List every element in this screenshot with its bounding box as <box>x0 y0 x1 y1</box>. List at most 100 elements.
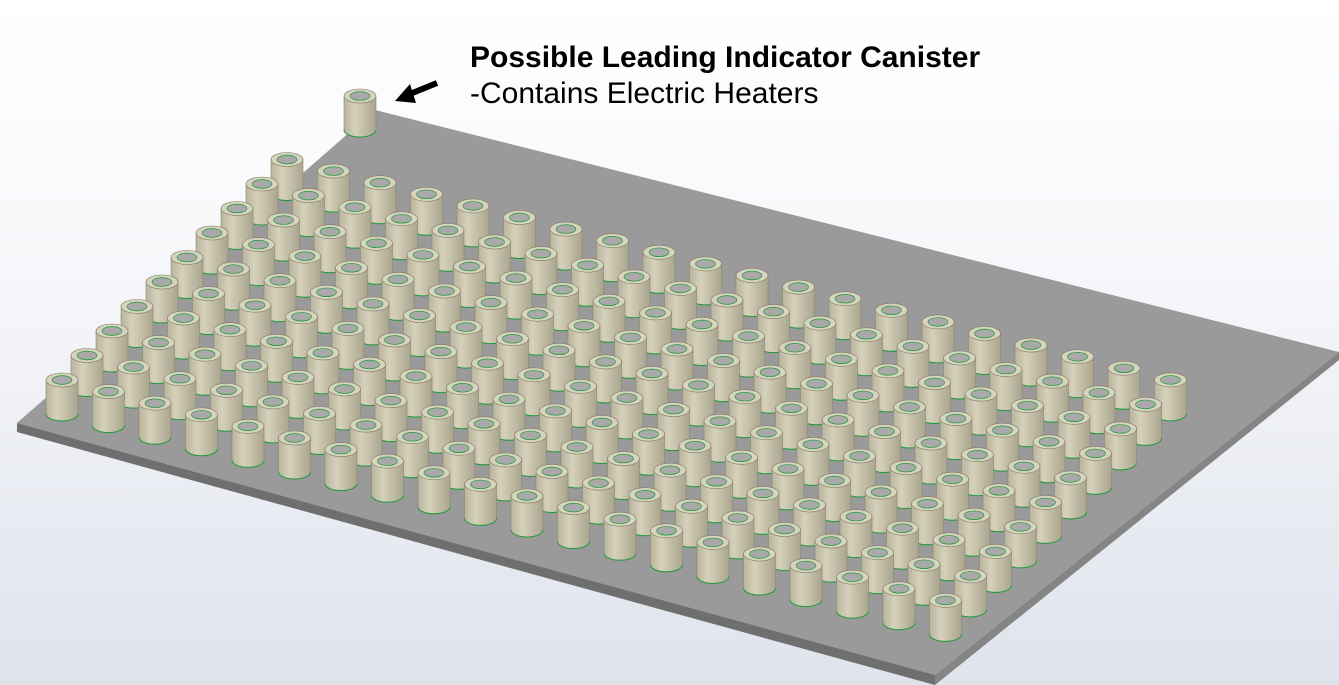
canister <box>260 333 293 383</box>
canister <box>328 381 361 431</box>
canister <box>753 364 787 414</box>
canister <box>596 233 629 283</box>
canister <box>696 535 730 584</box>
canister <box>889 460 923 510</box>
canister <box>1104 421 1137 471</box>
canister <box>964 386 998 436</box>
canister <box>360 236 393 285</box>
canister <box>1032 434 1066 484</box>
canister <box>95 323 129 373</box>
canister <box>349 417 383 467</box>
canister <box>256 394 290 444</box>
canister <box>907 556 941 606</box>
canister <box>1036 373 1069 423</box>
canister <box>453 259 486 308</box>
canister <box>363 175 397 225</box>
canister <box>710 292 744 342</box>
canister <box>557 500 590 550</box>
canister <box>725 449 758 499</box>
canister <box>170 250 204 299</box>
canister <box>456 198 490 248</box>
canister <box>242 237 275 287</box>
canister <box>117 359 150 409</box>
canister <box>442 440 476 490</box>
canister <box>639 305 672 355</box>
annotation-title: Possible Leading Indicator Canister <box>470 41 981 74</box>
canister <box>1011 398 1044 448</box>
canister <box>167 310 200 360</box>
canister <box>943 350 976 400</box>
canister <box>285 309 318 359</box>
canister <box>732 328 765 378</box>
annotation-subtitle: -Contains Electric Heaters <box>470 77 819 110</box>
canister <box>700 474 733 524</box>
canister <box>510 488 544 538</box>
canister <box>499 270 533 320</box>
canister <box>957 507 991 557</box>
canister <box>371 453 404 503</box>
canister <box>188 346 222 396</box>
canister <box>789 558 823 608</box>
canister <box>399 368 433 418</box>
canister <box>979 544 1012 593</box>
canister <box>303 406 336 455</box>
canister <box>653 462 687 512</box>
canister <box>825 351 858 401</box>
canister <box>267 212 300 262</box>
canister <box>657 402 690 452</box>
canister <box>650 523 683 573</box>
canister <box>603 511 637 561</box>
canister <box>381 272 415 321</box>
canister <box>614 330 647 379</box>
canister <box>735 268 769 317</box>
canister <box>406 247 440 297</box>
canister <box>120 299 154 348</box>
canister <box>503 210 536 259</box>
base-plate-edge-right <box>935 352 1339 685</box>
canister <box>220 201 254 250</box>
canister <box>850 327 883 377</box>
canister <box>954 568 987 618</box>
canister <box>689 256 722 306</box>
canister <box>846 388 880 437</box>
canister <box>524 246 558 296</box>
canister <box>306 345 340 395</box>
canister <box>45 372 79 422</box>
canister <box>185 407 218 457</box>
canister <box>757 304 790 354</box>
canister <box>896 339 930 388</box>
canister <box>324 442 358 492</box>
canister <box>721 510 755 560</box>
canister <box>800 376 833 426</box>
canister <box>836 569 869 619</box>
canister <box>217 261 250 311</box>
canister <box>210 382 243 432</box>
canister <box>464 477 497 526</box>
canister <box>317 163 350 213</box>
canister <box>828 291 862 341</box>
canister <box>474 295 508 345</box>
canister <box>771 461 805 511</box>
canister <box>793 497 826 547</box>
canister <box>449 319 483 369</box>
canister <box>843 448 876 498</box>
canister <box>378 332 411 382</box>
canister <box>918 375 951 424</box>
canister <box>743 546 776 596</box>
canister <box>403 308 436 357</box>
canister <box>356 296 390 346</box>
canister <box>138 395 172 445</box>
canister <box>1154 372 1187 422</box>
pointer-arrow <box>395 80 439 103</box>
canister <box>467 416 501 466</box>
canister <box>292 188 325 238</box>
canister <box>839 509 873 559</box>
canister <box>610 390 644 440</box>
leading-indicator-canister-body <box>343 88 377 138</box>
canister <box>331 321 365 370</box>
canister <box>768 522 801 571</box>
canister <box>1014 337 1048 387</box>
canister <box>632 426 665 476</box>
canister <box>278 430 311 480</box>
canister <box>270 152 304 201</box>
